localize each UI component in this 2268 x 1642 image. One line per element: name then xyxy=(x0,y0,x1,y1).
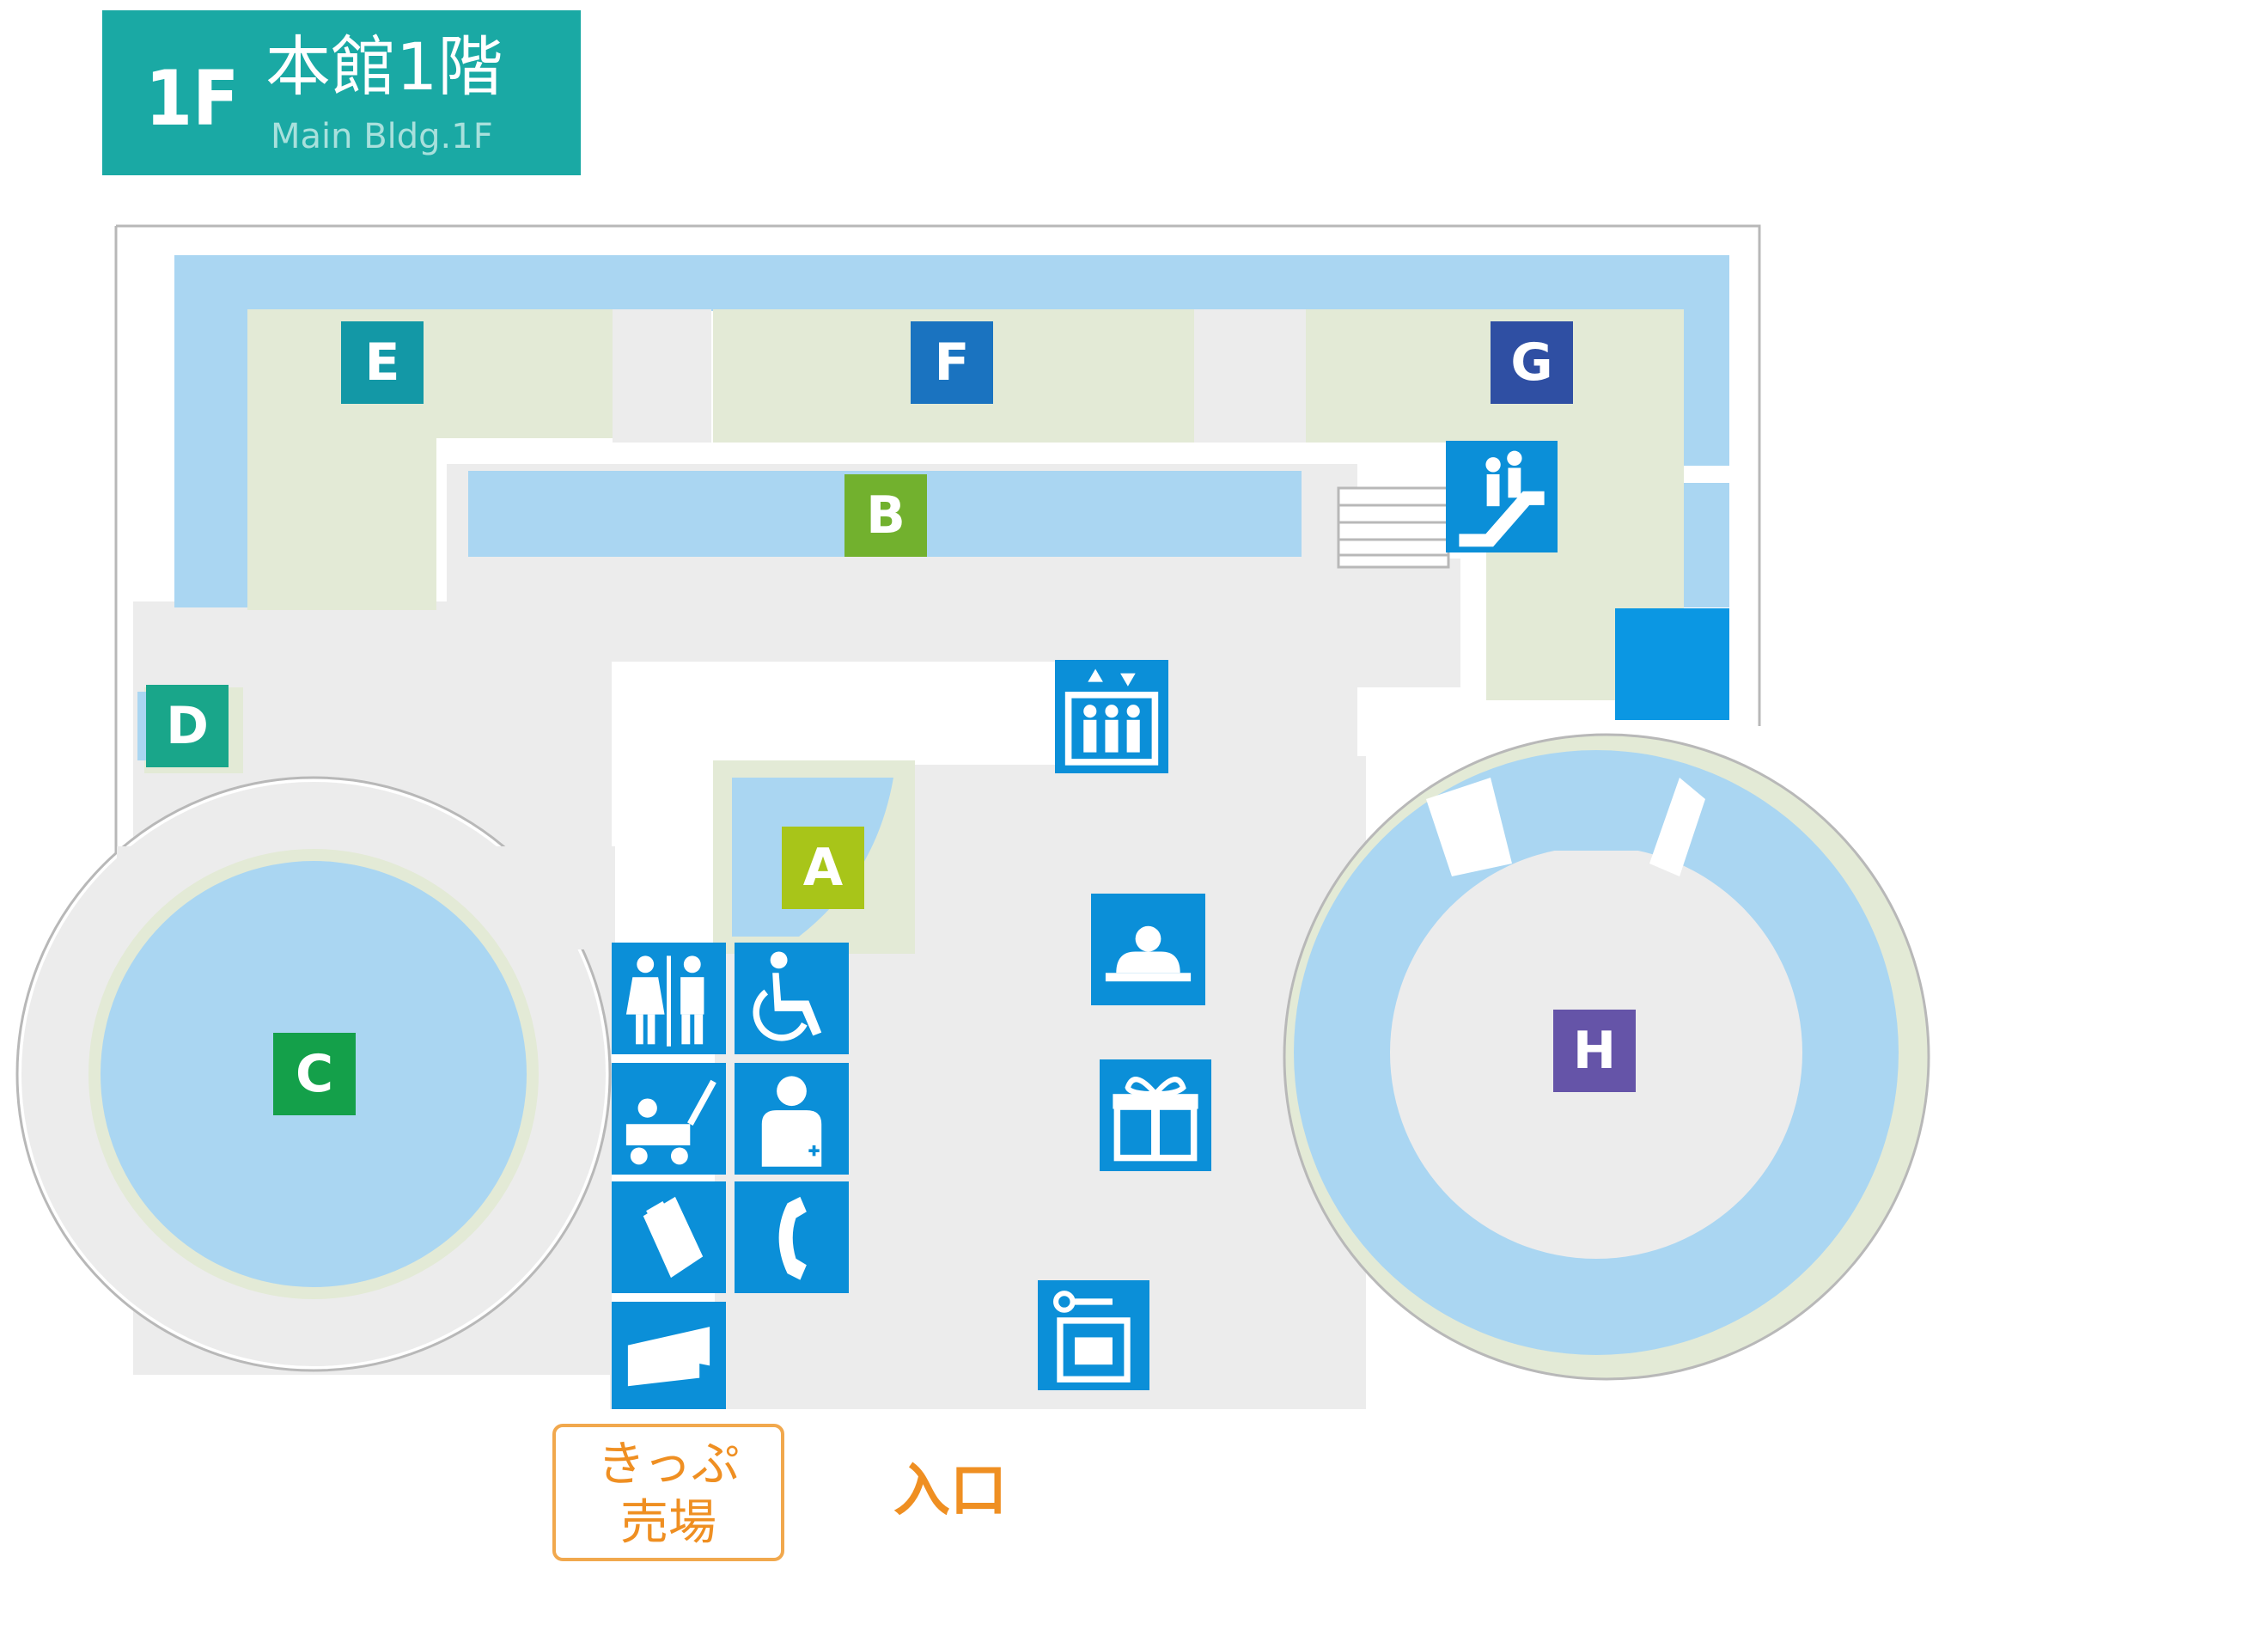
marker-a[interactable]: A xyxy=(782,827,864,909)
zone-f-gap xyxy=(1194,309,1306,443)
marker-f[interactable]: F xyxy=(911,321,993,404)
gift-icon[interactable] xyxy=(1100,1059,1211,1171)
marker-h[interactable]: H xyxy=(1553,1010,1636,1092)
marker-b[interactable]: B xyxy=(844,474,927,557)
ticket-counter-label[interactable]: きっぷ 売場 xyxy=(552,1424,784,1561)
ticket-label-line1: きっぷ xyxy=(597,1437,740,1492)
drink-icon[interactable] xyxy=(612,1181,726,1293)
blue-block xyxy=(1615,608,1729,720)
water-east-2 xyxy=(1684,483,1729,607)
escalator-icon[interactable] xyxy=(1446,441,1558,552)
floor-number: 1F xyxy=(145,54,240,143)
water-north xyxy=(174,255,1729,311)
hall-h-entry xyxy=(1546,760,1649,851)
telephone-icon[interactable] xyxy=(735,1181,849,1293)
elevator-icon[interactable] xyxy=(1055,660,1168,773)
marker-d[interactable]: D xyxy=(146,685,229,767)
ticket-label-line2: 売場 xyxy=(620,1495,716,1551)
first-aid-icon[interactable] xyxy=(735,1063,849,1175)
entrance-label: 入口 xyxy=(893,1457,1007,1523)
floor-title-jp: 本館1階 xyxy=(265,28,503,105)
water-east xyxy=(1684,255,1729,466)
stroller-icon[interactable] xyxy=(612,1063,726,1175)
restroom-icon[interactable] xyxy=(612,943,726,1054)
locker-icon[interactable] xyxy=(1038,1280,1149,1390)
zone-e-gap xyxy=(613,309,711,443)
wheelchair-icon[interactable] xyxy=(735,943,849,1054)
hall-h-notch-right xyxy=(1649,778,1705,876)
marker-e[interactable]: E xyxy=(341,321,424,404)
floor-header: 1F 本館1階 Main Bldg.1F xyxy=(102,10,581,175)
marker-g[interactable]: G xyxy=(1491,321,1573,404)
ticket-icon[interactable] xyxy=(612,1302,726,1409)
information-counter-icon[interactable] xyxy=(1091,894,1205,1005)
staircase xyxy=(1337,486,1450,569)
marker-c[interactable]: C xyxy=(273,1033,356,1115)
building-outline xyxy=(114,224,1761,868)
water-west xyxy=(174,255,247,607)
floor-title-en: Main Bldg.1F xyxy=(271,117,493,156)
hall-h-notch-left xyxy=(1426,778,1512,876)
